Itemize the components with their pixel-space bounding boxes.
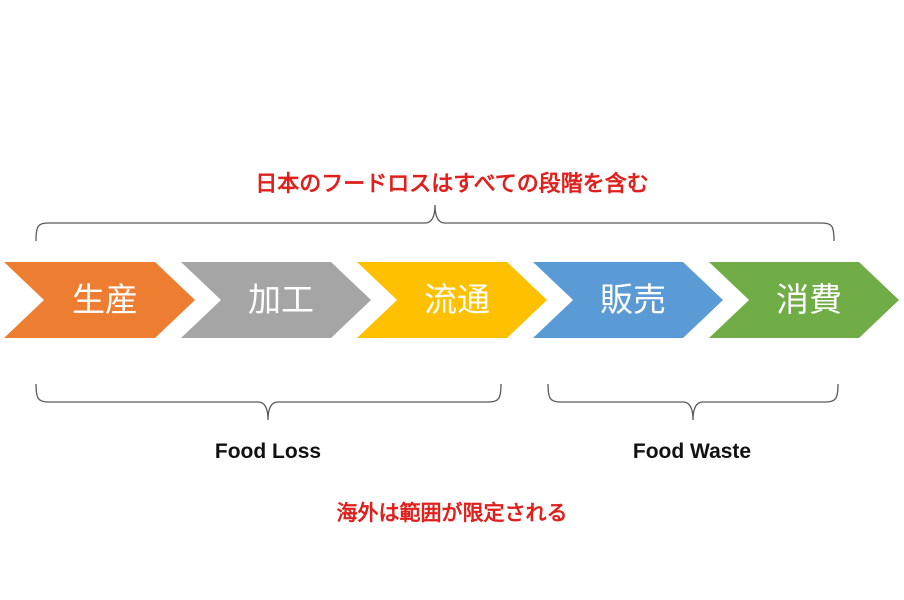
stage-label: 生産 <box>72 280 138 319</box>
stage-chevron-1: 加工 <box>181 262 371 338</box>
stage-label: 販売 <box>600 280 666 319</box>
chevron-shape <box>181 262 371 338</box>
chevron-shape <box>357 262 547 338</box>
stage-chevron-3: 販売 <box>533 262 723 338</box>
stage-label: 消費 <box>776 280 842 319</box>
chevron-shape <box>533 262 723 338</box>
food-loss-label: Food Loss <box>214 440 322 463</box>
chevron-shape <box>709 262 899 338</box>
stage-label: 流通 <box>424 280 490 319</box>
food-loss-brace <box>35 383 502 421</box>
title-all-stages: 日本のフードロスはすべての段階を含む <box>255 172 649 197</box>
stage-chevron-2: 流通 <box>357 262 547 338</box>
top-brace <box>35 204 835 242</box>
food-waste-brace <box>547 383 839 421</box>
title-limited-scope: 海外は範囲が限定される <box>336 501 568 525</box>
stage-chevron-4: 消費 <box>709 262 899 338</box>
food-waste-label: Food Waste <box>632 440 752 463</box>
chevron-shape <box>4 262 195 338</box>
stage-chevron-0: 生産 <box>4 262 195 338</box>
stage-label: 加工 <box>248 280 314 319</box>
